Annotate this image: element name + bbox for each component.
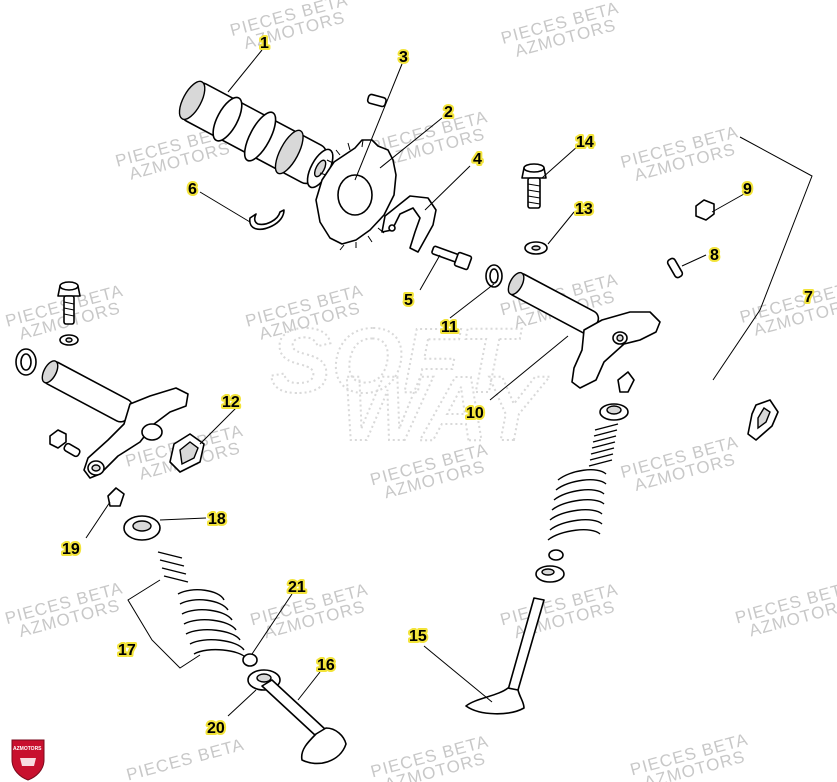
callout-7[interactable]: 7 <box>802 287 815 308</box>
part-bolt-left <box>57 281 81 325</box>
part-valve-cotters-19 <box>107 487 125 507</box>
callout-14[interactable]: 14 <box>574 132 596 153</box>
callout-17[interactable]: 17 <box>116 640 138 661</box>
callout-2[interactable]: 2 <box>442 102 455 123</box>
watermarks: SOFT WAY PIECES BETA AZMOTORS PIECES BET… <box>3 0 837 782</box>
callout-19[interactable]: 19 <box>60 539 82 560</box>
callout-3[interactable]: 3 <box>397 47 410 68</box>
part-spring-seat-right-inner <box>541 568 555 576</box>
watermark-center-top: SOFT <box>270 310 522 412</box>
part-adjuster-8 <box>666 257 684 279</box>
part-gasket-right-inner <box>757 407 771 430</box>
part-valve-cotters-right <box>617 371 635 393</box>
part-valve-seal-right <box>548 549 564 561</box>
logo-text: AZMOTORS <box>13 746 42 752</box>
part-rocker-arm-right <box>507 271 661 389</box>
callout-15[interactable]: 15 <box>407 626 429 647</box>
callout-labels: 1 2 3 4 5 6 7 8 9 10 11 12 13 14 15 16 1… <box>60 33 815 739</box>
watermark-text: PIECES BETA <box>124 735 246 782</box>
part-rocker-arm-left <box>41 360 189 479</box>
part-adjuster-left <box>63 442 81 458</box>
part-inner-spring-right <box>588 423 619 467</box>
callout-6[interactable]: 6 <box>186 179 199 200</box>
part-nut-left <box>49 429 67 449</box>
callout-12[interactable]: 12 <box>220 392 242 413</box>
callout-5[interactable]: 5 <box>402 290 415 311</box>
part-spring-seat-20-inner <box>256 673 272 683</box>
callout-4[interactable]: 4 <box>471 149 484 170</box>
part-circlip <box>249 209 285 231</box>
callout-8[interactable]: 8 <box>708 245 721 266</box>
callout-10[interactable]: 10 <box>464 403 486 424</box>
part-gasket-12-inner <box>179 441 199 466</box>
callout-11[interactable]: 11 <box>439 317 460 338</box>
callout-13[interactable]: 13 <box>573 199 595 220</box>
callout-18[interactable]: 18 <box>206 509 228 530</box>
part-dowel-pin <box>366 93 387 108</box>
bracket-group-17 <box>127 579 201 669</box>
part-inner-spring-left <box>157 551 189 583</box>
part-nut-9 <box>695 199 715 221</box>
part-washer-13-hole <box>531 245 541 251</box>
part-washer-left-hole <box>65 337 73 343</box>
part-valve-16 <box>261 679 347 765</box>
part-oring-11-inner <box>489 268 499 284</box>
part-spring-retainer-right-inner <box>606 405 622 415</box>
part-lock-plate <box>381 195 437 253</box>
part-bolt-14 <box>521 163 547 209</box>
azmotors-logo: AZMOTORS <box>11 739 45 781</box>
part-outer-spring-right <box>547 469 607 541</box>
callout-1[interactable]: 1 <box>258 33 271 54</box>
callout-9[interactable]: 9 <box>741 179 754 200</box>
watermark-center-bottom: WAY <box>340 358 550 460</box>
leader-lines <box>85 49 745 717</box>
part-valve-seal-21 <box>242 653 258 667</box>
part-outer-spring-17 <box>177 589 247 659</box>
part-oring-left-inner <box>20 353 32 371</box>
callout-20[interactable]: 20 <box>205 718 227 739</box>
callout-21[interactable]: 21 <box>286 577 308 598</box>
part-camshaft <box>178 80 334 189</box>
callout-16[interactable]: 16 <box>315 655 337 676</box>
part-valve-15 <box>465 597 545 715</box>
bracket-group-7 <box>712 136 813 381</box>
part-spring-retainer-18-inner <box>132 520 152 532</box>
part-bolt-5 <box>431 245 473 271</box>
part-cam-gear <box>315 139 397 251</box>
